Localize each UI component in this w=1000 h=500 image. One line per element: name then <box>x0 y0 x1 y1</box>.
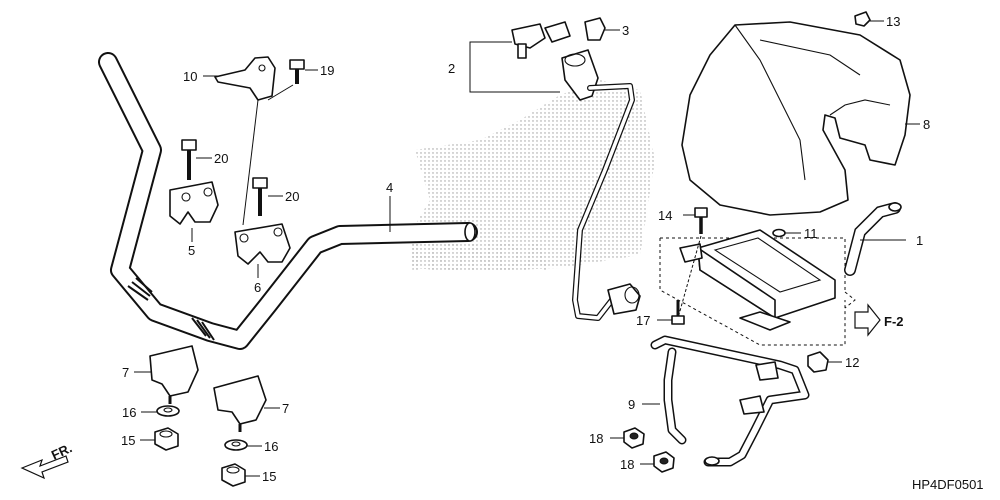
callout-15-right: 15 <box>262 469 276 484</box>
callout-5: 5 <box>188 243 195 258</box>
callout-3: 3 <box>622 23 629 38</box>
callout-4: 4 <box>386 180 393 195</box>
lower-holder-7-right <box>213 375 267 432</box>
reference-arrow <box>854 303 881 337</box>
handlebar-holder-upper-5 <box>169 181 219 225</box>
callout-14: 14 <box>658 208 672 223</box>
callout-12: 12 <box>845 355 859 370</box>
front-direction-arrow <box>20 455 69 480</box>
callout-18-lower: 18 <box>620 457 634 472</box>
reference-label: F-2 <box>884 314 904 329</box>
handlebar-pipe <box>98 52 478 350</box>
nut-15-left <box>154 427 179 451</box>
diagram-code: HP4DF0501 <box>912 477 984 492</box>
washer-11 <box>772 228 786 238</box>
washer-16-right <box>224 439 248 451</box>
honda-wing-watermark: HONDA <box>410 80 655 279</box>
callout-8: 8 <box>923 117 930 132</box>
direction-label: FR. <box>49 440 74 462</box>
callout-15-left: 15 <box>121 433 135 448</box>
bolt-20-upper <box>181 139 197 180</box>
knurl-left <box>127 277 153 301</box>
callout-18-upper: 18 <box>589 431 603 446</box>
lower-holder-7-left <box>149 345 199 404</box>
callout-1: 1 <box>916 233 923 248</box>
nut-18-upper <box>623 427 645 449</box>
handlebar-holder-upper-6 <box>234 223 291 265</box>
key-set-2 <box>511 21 599 101</box>
grommet-3 <box>584 17 606 41</box>
callout-7-left: 7 <box>122 365 129 380</box>
nut-15-right <box>221 463 246 487</box>
leader-lines <box>134 20 920 477</box>
bracket-10 <box>214 56 276 101</box>
screw-14 <box>694 207 708 234</box>
clip-13 <box>854 11 871 27</box>
callout-20-lower: 20 <box>285 189 299 204</box>
stay-9 <box>650 335 810 467</box>
callout-9: 9 <box>628 397 635 412</box>
grommet-12 <box>807 351 829 373</box>
callout-6: 6 <box>254 280 261 295</box>
callout-20-upper: 20 <box>214 151 228 166</box>
callout-11: 11 <box>804 226 818 241</box>
callout-16-right: 16 <box>264 439 278 454</box>
callout-10: 10 <box>183 69 197 84</box>
bolt-20-lower <box>252 177 268 216</box>
callout-16-left: 16 <box>122 405 136 420</box>
nut-18-lower <box>653 451 675 473</box>
washer-16-left <box>156 405 180 417</box>
callout-numbers: 10 19 20 20 5 6 7 7 16 15 16 15 4 2 3 13… <box>121 14 930 484</box>
callout-2: 2 <box>448 61 455 76</box>
callout-13: 13 <box>886 14 900 29</box>
cable-connector <box>607 283 641 315</box>
callout-19: 19 <box>320 63 334 78</box>
handlebar-cover-8 <box>681 21 911 216</box>
honda-watermark-text: HONDA <box>410 237 549 279</box>
callout-7-right: 7 <box>282 401 289 416</box>
knurl-right <box>191 317 215 341</box>
control-unit <box>679 229 836 331</box>
bolt-19 <box>289 59 305 84</box>
callout-17: 17 <box>636 313 650 328</box>
tube-1 <box>844 202 902 276</box>
